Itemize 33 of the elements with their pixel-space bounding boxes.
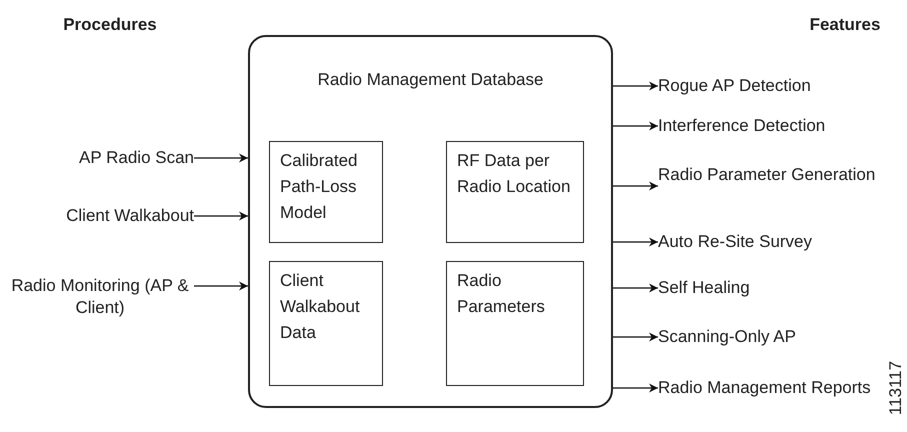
arrow <box>613 182 658 190</box>
database-box <box>248 35 613 408</box>
arrow <box>194 282 248 290</box>
node-text: Rogue AP Detection <box>658 76 811 95</box>
node-text: Radio Parameter Generation <box>658 165 876 184</box>
arrow <box>613 238 658 246</box>
arrow <box>613 384 658 392</box>
arrow <box>613 332 658 342</box>
figure-number: 113117 <box>888 360 904 418</box>
arrow <box>613 82 658 90</box>
node-text: Client Walkabout Data <box>280 271 360 342</box>
column-heading: Features <box>808 14 882 36</box>
node-text: Auto Re-Site Survey <box>658 232 812 251</box>
arrow <box>194 212 248 220</box>
node-text: Radio Parameters <box>457 271 545 316</box>
arrow <box>613 122 658 130</box>
node-text: Self Healing <box>658 278 750 297</box>
node-text: Calibrated Path-Loss Model <box>280 151 358 222</box>
node-text: Scanning-Only AP <box>658 327 796 346</box>
node-text: AP Radio Scan <box>79 148 194 167</box>
node-text: Radio Monitoring (AP & Client) <box>11 276 189 317</box>
data-box <box>269 141 383 243</box>
node-text: Interference Detection <box>658 116 826 135</box>
arrow <box>613 284 658 292</box>
data-box <box>269 261 383 386</box>
node-text: RF Data per Radio Location <box>457 151 570 196</box>
arrow <box>194 154 248 162</box>
data-box <box>446 141 584 243</box>
node-text: Radio Management Database <box>318 70 544 89</box>
node-text: Client Walkabout <box>66 206 194 225</box>
node-text: Radio Management Reports <box>658 378 871 397</box>
column-heading: Procedures <box>62 14 158 36</box>
data-box <box>446 261 584 386</box>
